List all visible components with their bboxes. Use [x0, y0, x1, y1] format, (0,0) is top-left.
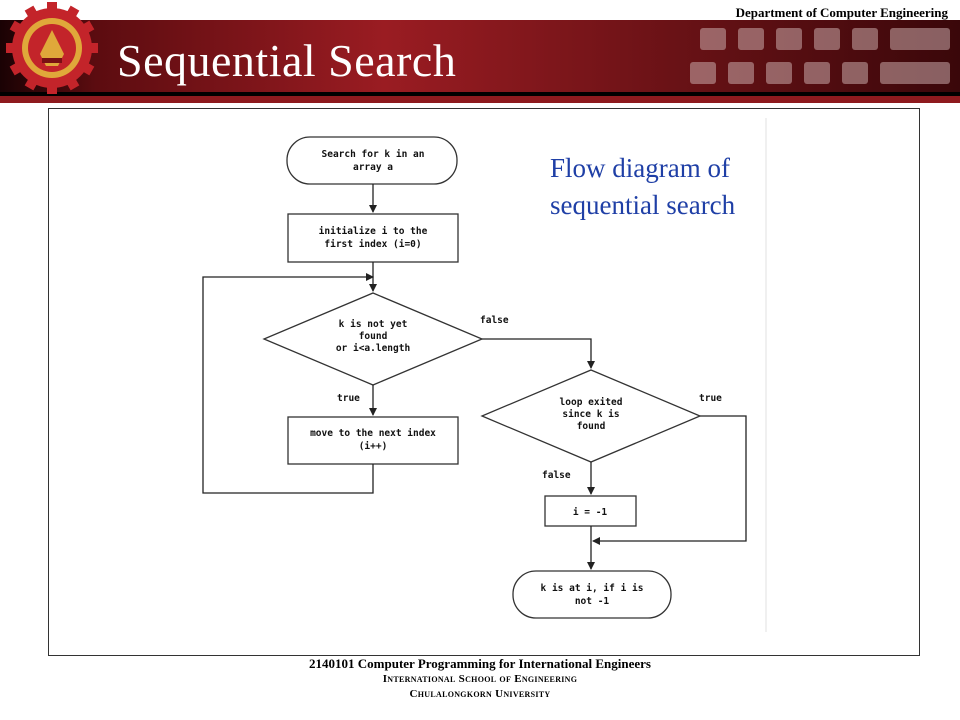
edge-label-false-1: false — [480, 315, 509, 326]
school-name: International School of Engineering — [382, 673, 578, 685]
header-bottom-line — [0, 92, 960, 96]
university-logo-icon — [6, 2, 98, 94]
assign-text: i = -1 — [573, 507, 608, 518]
keyboard-image — [690, 28, 950, 84]
header-top-band — [0, 0, 960, 20]
edge-loop-back — [202, 273, 374, 494]
department-label: Department of Computer Engineering — [735, 5, 948, 20]
content-frame — [48, 108, 920, 656]
edge-label-true-1: true — [337, 393, 360, 404]
edge-label-false-2: false — [542, 470, 571, 481]
course-title: 2140101 Computer Programming for Interna… — [309, 656, 651, 671]
edge-label-true-2: true — [699, 393, 722, 404]
caption-line-1: Flow diagram of — [550, 153, 730, 183]
diagram-caption: Flow diagram of sequential search — [550, 150, 735, 224]
start-node — [286, 136, 458, 185]
edge-found-true — [592, 415, 747, 545]
next-index-node — [287, 416, 459, 465]
university-name: Chulalongkorn University — [409, 688, 551, 700]
end-node — [512, 570, 672, 619]
slide-title: Sequential Search — [117, 35, 457, 86]
assign-node — [544, 495, 637, 527]
next-index-text: move to the next index(i++) — [310, 428, 436, 452]
caption-line-2: sequential search — [550, 190, 736, 220]
init-node — [287, 213, 459, 263]
edge-cond-false — [482, 338, 595, 369]
slide-footer: 2140101 Computer Programming for Interna… — [0, 656, 960, 702]
